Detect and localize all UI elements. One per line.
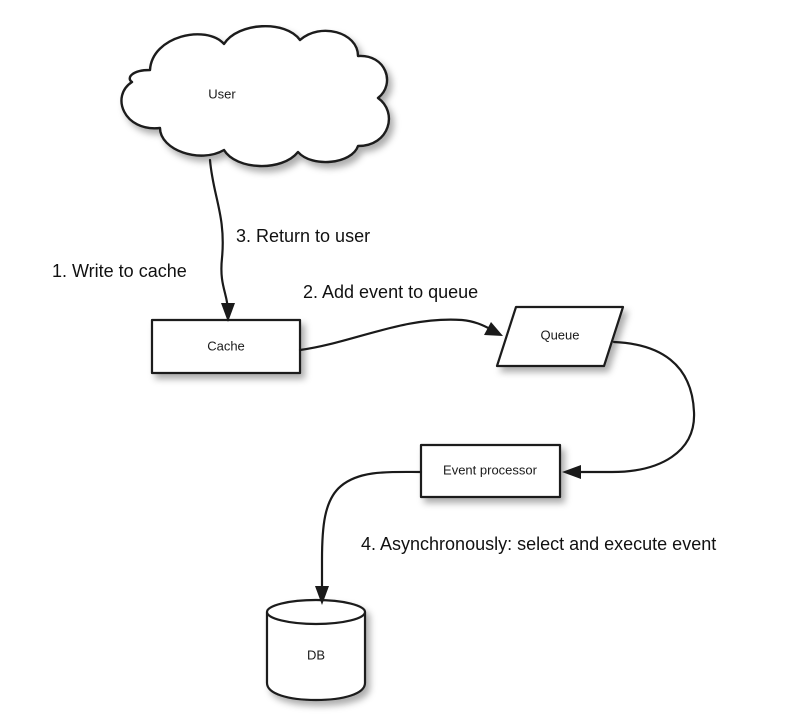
- node-label-event-processor: Event processor: [443, 462, 538, 477]
- node-user[interactable]: User: [120, 25, 391, 168]
- edge-label-step-2: 2. Add event to queue: [303, 282, 478, 302]
- node-db[interactable]: DB: [265, 598, 367, 702]
- node-cache[interactable]: Cache: [150, 318, 302, 375]
- node-queue[interactable]: Queue: [495, 305, 625, 368]
- edge-label-step-3: 3. Return to user: [236, 226, 370, 246]
- arrow-head-to-db: [315, 586, 329, 605]
- arrow-head-to-event-processor: [562, 465, 581, 479]
- edge-cache-to-queue: [298, 318, 503, 352]
- node-label-cache: Cache: [207, 338, 245, 353]
- node-label-db: DB: [307, 647, 325, 662]
- edge-label-step-4: 4. Asynchronously: select and execute ev…: [361, 534, 716, 554]
- edge-queue-to-event-processor: [562, 340, 696, 479]
- node-label-user: User: [208, 86, 236, 101]
- node-event-processor[interactable]: Event processor: [419, 443, 562, 499]
- arrow-head-to-queue: [484, 322, 503, 336]
- edge-label-step-1: 1. Write to cache: [52, 261, 187, 281]
- arrow-head-to-cache: [221, 303, 235, 322]
- edge-user-to-cache: [208, 158, 235, 322]
- node-label-queue: Queue: [540, 327, 579, 342]
- edge-event-processor-to-db: [315, 470, 423, 605]
